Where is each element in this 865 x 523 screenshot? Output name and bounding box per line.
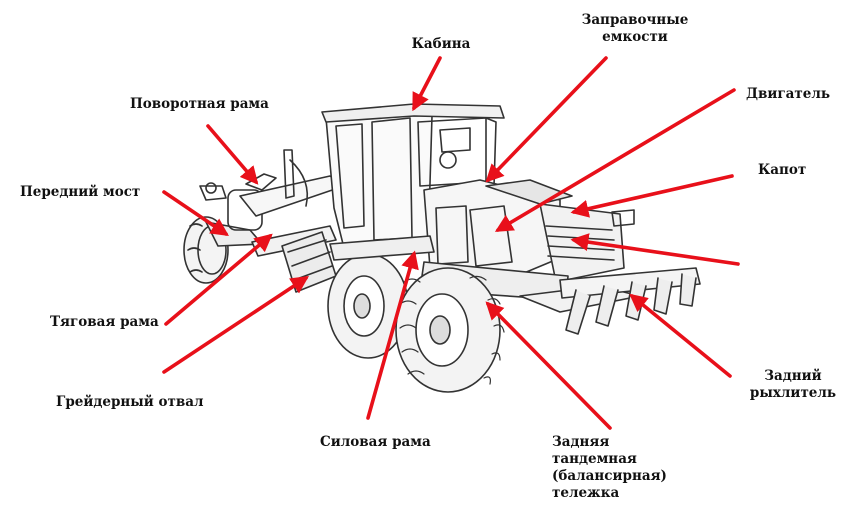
label-greyderny-otval: Грейдерный отвал [56,394,204,410]
arrow-rykhlitel [629,293,732,378]
arrow-kapot [570,174,734,218]
arrow-kabina [412,56,442,112]
label-kabina: Кабина [411,36,471,52]
label-dvigatel: Двигатель [746,86,831,102]
arrow-ripper-top [570,233,740,266]
arrow-dvigatel [494,88,736,232]
label-tyagovaya-rama: Тяговая рама [50,314,159,330]
label-povorotnaya-rama: Поворотная рама [130,96,269,112]
label-zadny-rykhlitel: Задний рыхлитель [749,368,837,401]
label-kapot: Капот [758,162,807,178]
arrow-zapravochnye [485,56,608,183]
label-zapravochnye: Заправочные емкости [581,12,689,45]
arrow-zadnyaya [485,301,612,430]
label-zadnyaya-telezhka: Задняя тандемная (балансирная) тележка [552,434,667,501]
arrow-silovaya [366,250,419,420]
arrow-peredny-most [162,190,229,237]
label-silovaya-rama: Силовая рама [320,434,431,450]
label-peredny-most: Передний мост [20,184,141,200]
arrow-povorotnaya [206,124,259,185]
arrow-tyagovaya-axle [164,233,273,326]
arrow-tyagovaya-blade [162,276,310,374]
